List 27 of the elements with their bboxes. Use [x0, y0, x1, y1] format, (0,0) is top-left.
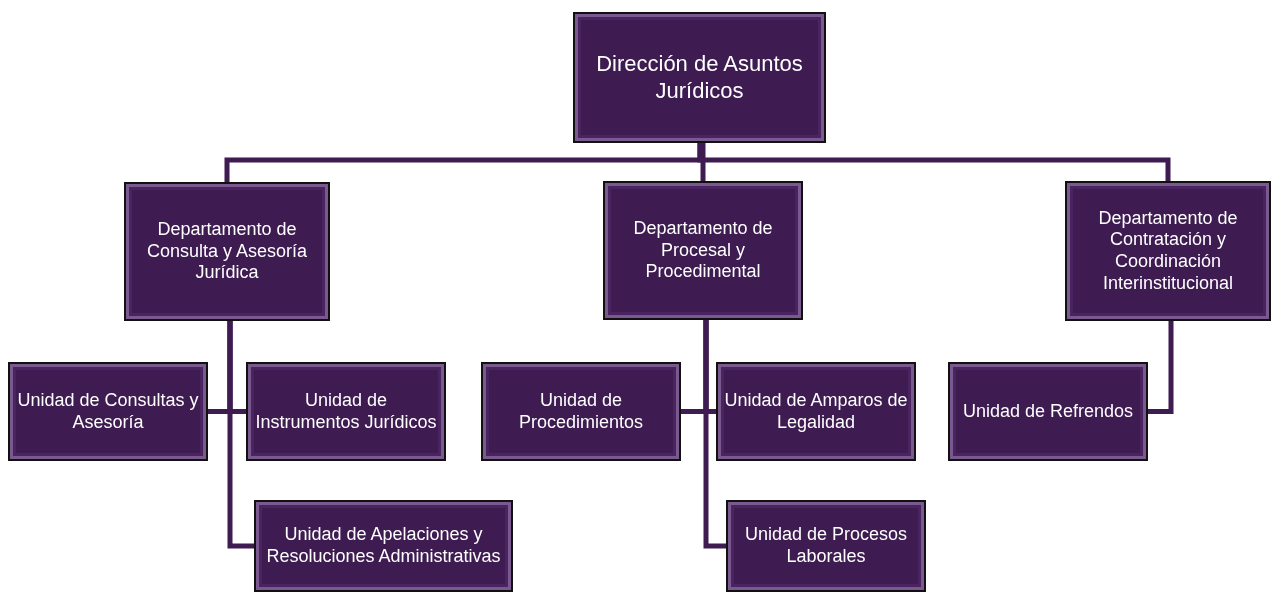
org-box — [246, 362, 446, 461]
box-label: Departamento de Consulta y Asesoría Jurídica — [145, 219, 309, 284]
connector-line — [1148, 321, 1174, 414]
org-box — [481, 362, 681, 461]
box-label: Unidad de Procedimientos — [517, 389, 645, 434]
org-box — [716, 362, 916, 461]
org-box — [254, 500, 513, 592]
org-box — [726, 500, 926, 592]
box-label: Unidad de Procesos Laborales — [743, 524, 909, 568]
box-label: Departamento de Procesal y Procedimental — [632, 218, 774, 283]
box-label: Unidad de Amparos de Legalidad — [724, 389, 908, 434]
box-label: Unidad de Consultas y Asesoría — [16, 389, 200, 434]
org-box — [1065, 181, 1271, 321]
org-box — [8, 362, 208, 461]
box-label: Unidad de Refrendos — [962, 400, 1134, 423]
org-box — [124, 182, 330, 321]
org-box — [603, 181, 803, 320]
connector-line — [703, 320, 726, 549]
connector-line — [227, 321, 254, 549]
box-label: Departamento de Contratación y Coordinación Interinstitucional — [1097, 207, 1239, 295]
box-label: Dirección de Asuntos Jurídicos — [595, 51, 804, 104]
box-label: Unidad de Instrumentos Jurídicos — [254, 389, 438, 434]
box-label: Unidad de Apelaciones y Resoluciones Administrativas — [265, 524, 502, 568]
connector-line — [697, 143, 1171, 181]
connector-line — [700, 143, 706, 181]
org-box — [948, 362, 1148, 461]
org-box — [573, 12, 826, 143]
